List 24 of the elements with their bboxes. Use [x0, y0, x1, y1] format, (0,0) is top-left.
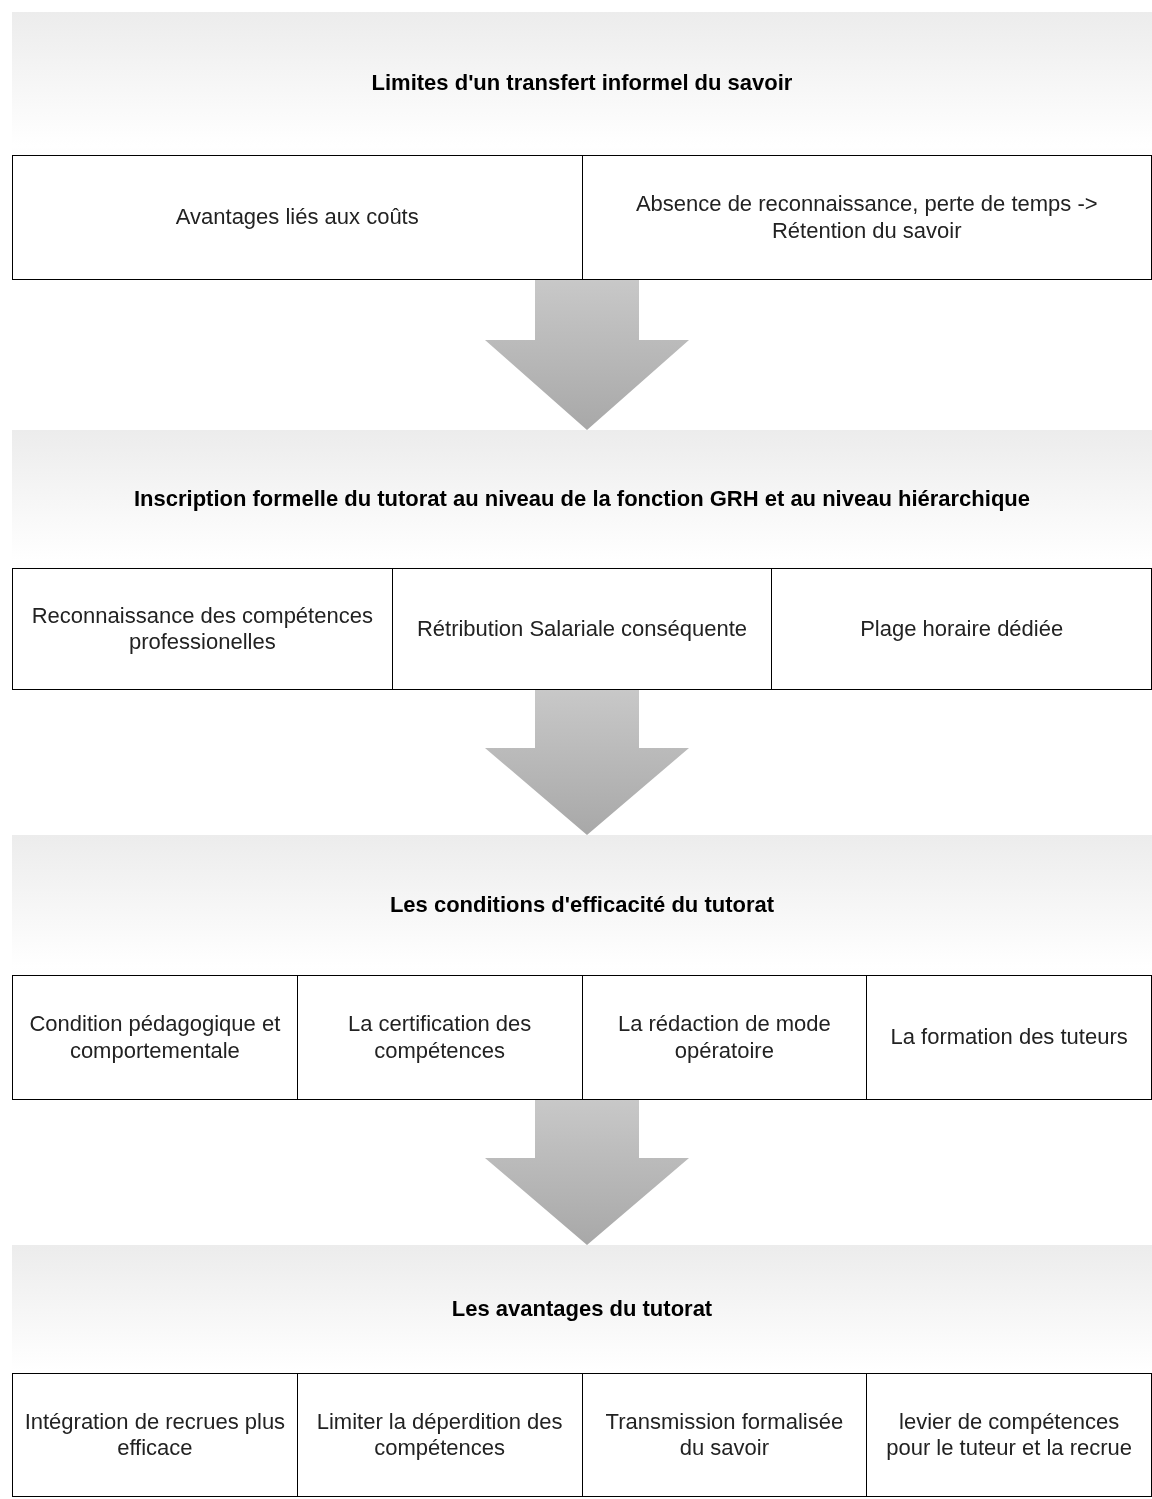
block-arrow	[485, 690, 689, 835]
section-heading: Limites d'un transfert informel du savoir	[371, 69, 793, 98]
cell-text: La rédaction de mode opératoire	[616, 1011, 832, 1064]
cell-text: Rétribution Salariale conséquente	[416, 615, 748, 643]
section-band	[12, 835, 1152, 1100]
section-band	[12, 1245, 1152, 1497]
block-arrow	[485, 1100, 689, 1245]
cell-text: Reconnaissance des compétences professionelles	[30, 602, 374, 656]
cell-text: Transmission formalisée du savoir	[604, 1408, 845, 1462]
section-heading: Inscription formelle du tutorat au niveau de la fonction GRH et au niveau hiérarchique	[134, 484, 1030, 513]
cell-text: La formation des tuteurs	[890, 1024, 1128, 1051]
section-band	[12, 12, 1152, 280]
cell-text: Limiter la déperdition des compétences	[315, 1408, 564, 1462]
cell-text: La certification des compétences	[346, 1011, 533, 1064]
cell-text: Condition pédagogique et comportementale	[28, 1011, 282, 1064]
section-heading: Les conditions d'efficacité du tutorat	[389, 890, 775, 919]
section-band	[12, 430, 1152, 690]
section-heading: Les avantages du tutorat	[451, 1294, 713, 1323]
cell-text: Absence de reconnaissance, perte de temps -> Rétention du savoir	[634, 191, 1099, 244]
cell-text: Avantages liés aux coûts	[175, 204, 419, 231]
cell-text: Plage horaire dédiée	[860, 615, 1064, 643]
cell-text: Intégration de recrues plus efficace	[23, 1408, 287, 1462]
cell-text: levier de compétences pour le tuteur et la recrue	[885, 1408, 1134, 1462]
block-arrow	[485, 280, 689, 430]
